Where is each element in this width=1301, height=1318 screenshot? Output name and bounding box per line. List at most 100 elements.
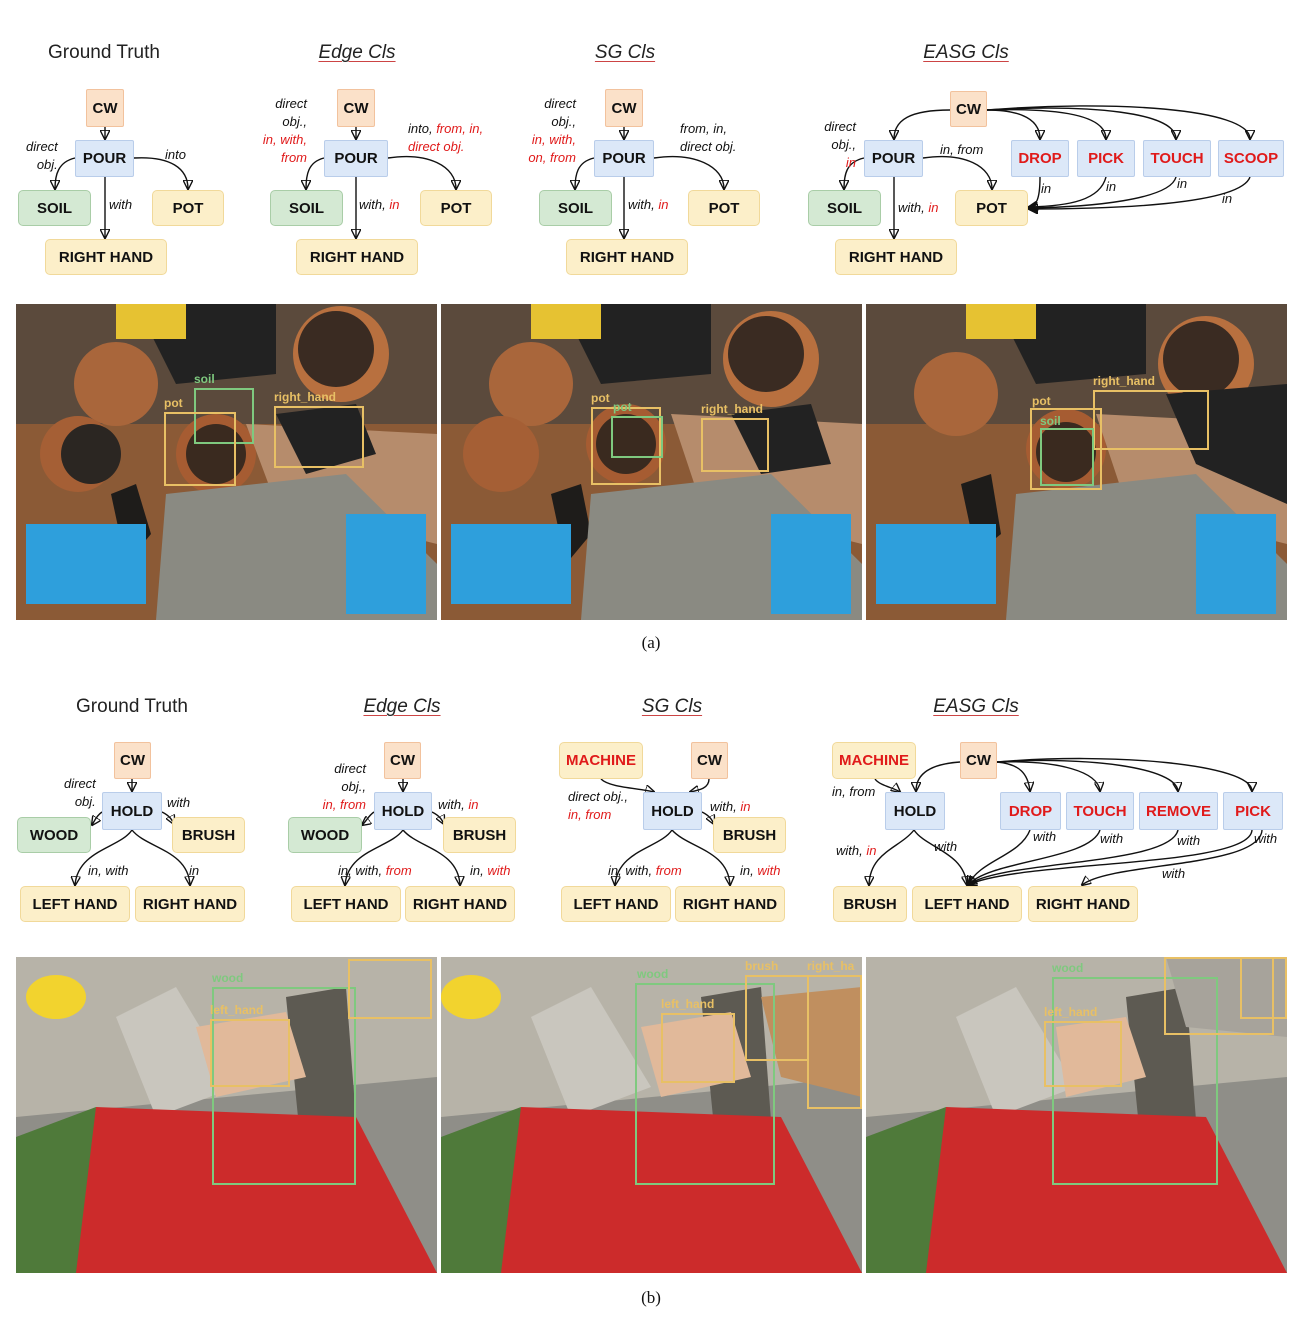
edge-a3-pour-pot [653,156,724,189]
node-soil: SOIL [18,190,91,226]
node-brush: BRUSH [833,886,907,922]
label-red: direct obj. [408,139,465,154]
label-easg-machine: in, from [832,784,876,799]
node-brush: BRUSH [713,817,786,853]
bbox-left-hand [661,1013,735,1083]
edge-a4-cw-touch [986,107,1176,139]
frame-scene [866,304,1287,620]
node-scoop: SCOOP [1218,140,1284,177]
frame-scene [16,957,437,1273]
edge-a1-pour-pot [133,157,188,189]
label-red: with [757,863,781,878]
node-hold: HOLD [102,792,162,830]
bbox-label-wood: wood [212,971,244,985]
node-right-hand: RIGHT HAND [296,239,418,275]
bbox-label-left-hand: left_hand [661,997,715,1011]
label-direct-obj: direct obj. [26,139,58,172]
caption-a: (a) [641,633,661,652]
label-black: with, [628,197,659,212]
label-black: with, [359,197,390,212]
bbox-label-pot: pot [591,391,610,405]
label-edge-right: into, from, in, direct obj. [408,120,483,156]
bbox-pot [1030,408,1102,490]
node-wood: WOOD [17,817,91,853]
label-edge-down: with, in [359,196,399,214]
edge-a4-pour-soil [844,157,865,189]
node-cw: CW [114,742,151,779]
node-cw: CW [337,89,375,127]
bbox-right-hand [274,406,364,468]
node-pick: PICK [1223,792,1283,830]
edge-b2-hold-lh [345,829,404,885]
node-pour: POUR [324,140,388,177]
label-black: into, [408,121,437,136]
node-cw: CW [960,742,997,779]
label-red: in [928,200,939,215]
figure-a: Ground Truth Edge Cls SG Cls EASG Cls [16,42,1287,652]
node-cw: CW [86,89,124,127]
bbox-extra [348,959,432,1019]
edge-b4-cw-drop [996,761,1030,791]
label-easg-with-pick: with [1254,831,1278,846]
frame-scene [441,304,862,620]
node-cw: CW [605,89,643,127]
node-left-hand: LEFT HAND [291,886,401,922]
label-easg-with: with [934,839,958,854]
label-easg-with-remove: with [1177,833,1201,848]
label-sg-right: from, in, direct obj. [680,121,737,154]
node-cw: CW [950,91,987,127]
node-pot: POT [688,190,760,226]
figure-b: Ground Truth Edge Cls SG Cls EASG Cls [0,660,1301,1318]
node-machine: MACHINE [559,742,643,779]
label-edge-lh: in, with, from [338,862,412,880]
title-sg-cls-a: SG Cls [594,42,656,63]
edge-b4-touch-lh [968,829,1101,885]
label-black: direct obj., [824,119,856,152]
label-black: in, [470,863,488,878]
bbox-pot [591,407,661,485]
node-left-hand: LEFT HAND [20,886,130,922]
bbox-label-right-hand: right_hand [1093,374,1155,388]
label-black: with, [710,799,741,814]
bbox-right-hand [701,418,769,472]
bbox-soil [1040,428,1094,486]
edge-b3-hold-rh [671,829,730,885]
bbox-label-left-hand: left_hand [1044,1005,1098,1019]
node-machine: MACHINE [832,742,916,779]
node-touch: TOUCH [1066,792,1134,830]
node-cw: CW [384,742,421,779]
label-easg-right: in, from [940,142,984,157]
edge-a4-cw-scoop [986,105,1250,139]
node-pot: POT [152,190,224,226]
node-right-hand: RIGHT HAND [405,886,515,922]
edge-b4-cw-hold [916,761,961,791]
edge-b1-hold-rh [131,829,190,885]
bbox-label-right-hand: right_ha [807,959,855,973]
label-into: into [165,147,186,162]
label-easg-in-scoop: in [1222,191,1233,206]
label-red: with [487,863,511,878]
bbox-left-hand [210,1019,290,1087]
label-red: in [658,197,669,212]
label-sg-left: direct obj., in, from [568,788,628,824]
node-wood: WOOD [288,817,362,853]
edge-a1-pour-soil [55,157,76,189]
label-edge-left: direct obj., in, with, from [253,95,307,167]
node-touch: TOUCH [1143,140,1211,177]
node-drop: DROP [1000,792,1061,830]
bbox-label-right-hand: right_hand [701,402,763,416]
label-red: in, from [568,807,612,822]
node-hold: HOLD [643,792,702,830]
node-pot: POT [955,190,1028,226]
bbox-brush [745,975,809,1061]
label-red: in [468,797,479,812]
bbox-label-pot: pot [164,396,183,410]
bbox-label-right-hand: right_hand [274,390,336,404]
label-red: in, with, on, from [528,132,576,165]
edge-b2-hold-wood [362,811,375,825]
edge-b4-remove-lh [968,829,1179,885]
label-easg-in-drop: in [1041,181,1052,196]
node-soil: SOIL [270,190,343,226]
node-brush: BRUSH [172,817,245,853]
label-red: from [385,863,412,878]
